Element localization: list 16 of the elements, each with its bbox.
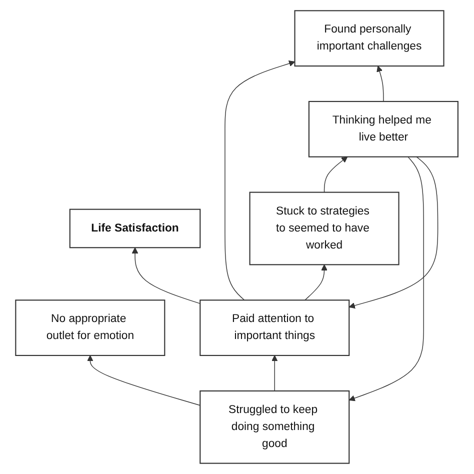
arrow [376,66,384,102]
node-box: Struggled to keep doing something good [200,390,350,464]
arrow [304,264,328,300]
arrow [272,355,278,392]
node-box: No appropriate outlet for emotion [15,300,166,356]
node-box: Found personally important challenges [294,10,444,67]
arrow [87,355,201,406]
arrow [349,156,424,402]
arrow [132,247,201,304]
arrow [224,60,296,300]
node-box: Stuck to strategies to seemed to have worked [249,192,400,266]
node-box: Life Satisfaction [70,208,201,248]
arrow [324,156,348,193]
node-box: Paid attention to important things [200,300,350,356]
node-box: Thinking helped me live better [308,100,459,158]
arrow [349,156,438,309]
